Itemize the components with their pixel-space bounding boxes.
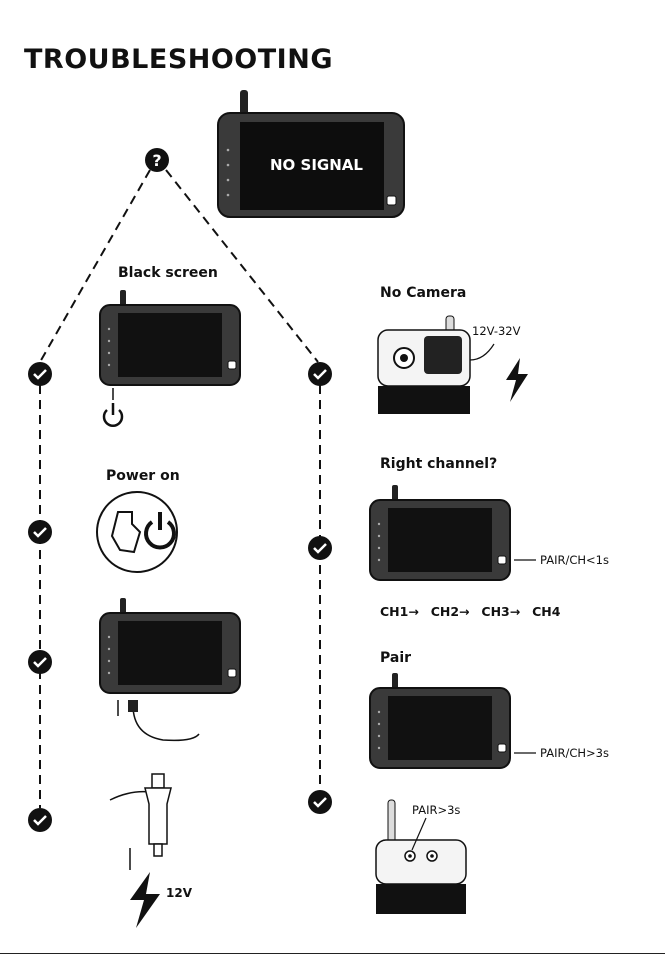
power-on-hand-illustration xyxy=(97,492,177,572)
arrow-right-icon: → xyxy=(510,604,528,619)
lightning-icon xyxy=(506,358,528,402)
car-power-adapter xyxy=(110,774,171,870)
check-icon xyxy=(28,650,52,674)
channel-monitor xyxy=(370,485,536,580)
black-screen-label: Black screen xyxy=(118,265,218,281)
check-icon xyxy=(28,808,52,832)
channel-4: CH4 xyxy=(532,604,560,619)
arrow-right-icon: → xyxy=(459,604,477,619)
camera-pair-label: PAIR>3s xyxy=(412,803,460,817)
monitor-with-cable xyxy=(100,598,240,740)
pair-ch-long-label: PAIR/CH>3s xyxy=(540,746,609,760)
question-mark-icon: ? xyxy=(145,148,169,172)
black-screen-monitor xyxy=(100,290,240,385)
main-monitor xyxy=(218,90,404,217)
check-icon xyxy=(308,790,332,814)
channel-1: CH1 xyxy=(380,604,408,619)
power-on-label: Power on xyxy=(106,468,180,484)
check-icon xyxy=(28,520,52,544)
pair-monitor xyxy=(370,673,536,768)
voltage-label: 12V xyxy=(166,886,192,900)
arrow-right-icon: → xyxy=(408,604,426,619)
no-signal-text: NO SIGNAL xyxy=(270,156,363,174)
check-icon xyxy=(308,362,332,386)
camera-rear-illustration xyxy=(376,800,466,914)
channel-3: CH3 xyxy=(481,604,509,619)
power-icon xyxy=(104,388,122,426)
channel-sequence: CH1→ CH2→ CH3→ CH4 xyxy=(380,604,560,619)
footer-divider xyxy=(0,953,665,954)
right-channel-label: Right channel? xyxy=(380,456,497,472)
channel-2: CH2 xyxy=(431,604,459,619)
voltage-range-label: 12V-32V xyxy=(472,324,520,338)
svg-text:?: ? xyxy=(152,151,161,170)
pair-ch-short-label: PAIR/CH<1s xyxy=(540,553,609,567)
check-icon xyxy=(28,362,52,386)
check-icon xyxy=(308,536,332,560)
lightning-icon xyxy=(130,872,160,928)
no-camera-label: No Camera xyxy=(380,285,466,301)
pair-label: Pair xyxy=(380,650,411,666)
